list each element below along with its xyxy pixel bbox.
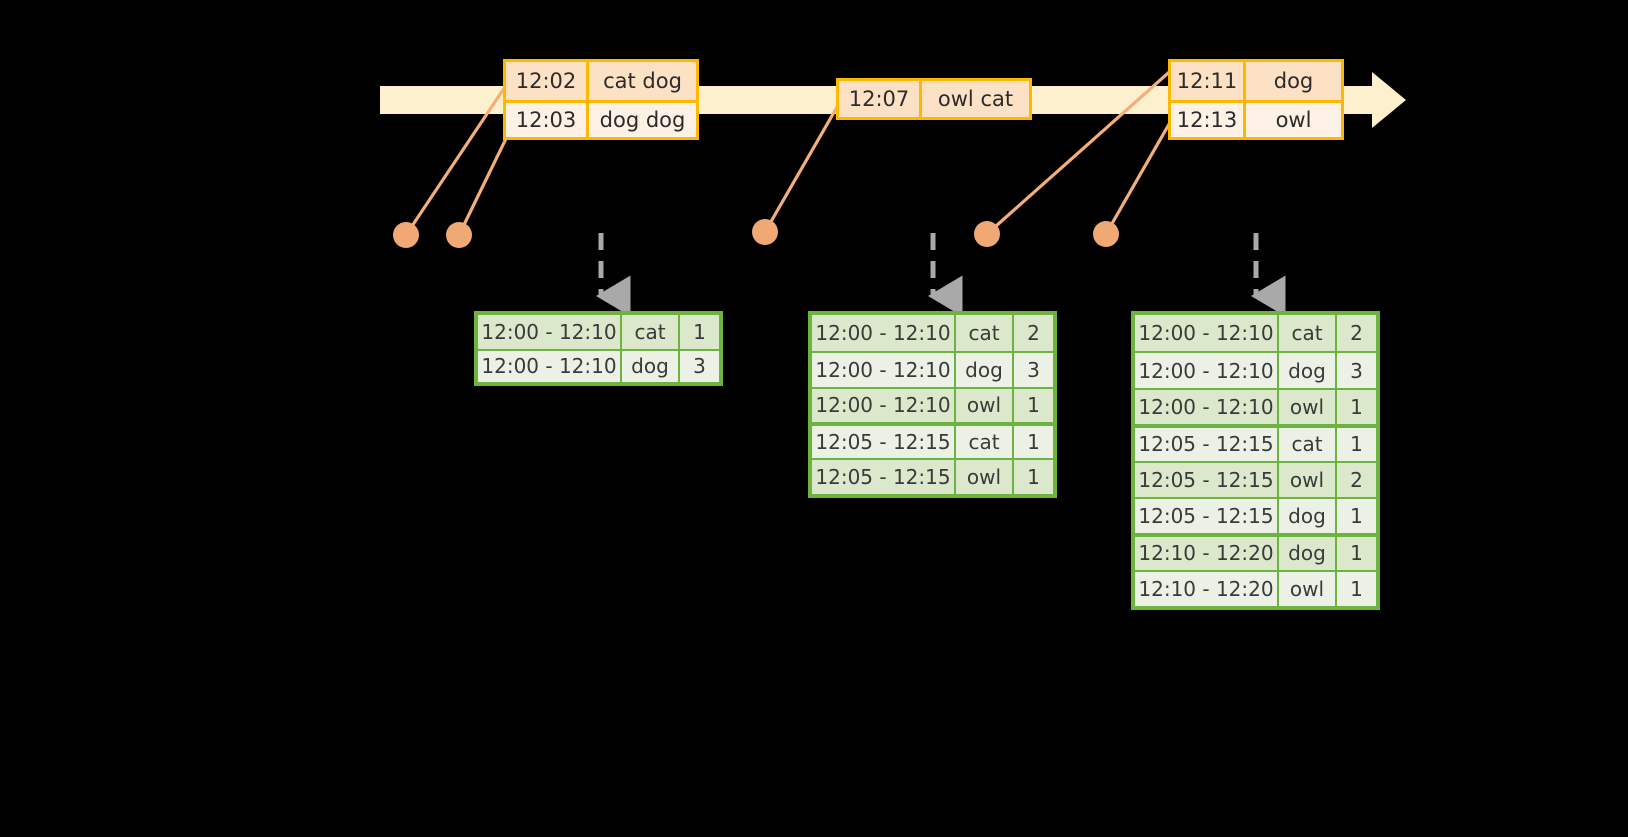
event-payload: owl: [1275, 107, 1312, 132]
count-cell: 1: [1027, 393, 1040, 418]
key-cell: dog: [1279, 498, 1337, 534]
count-cell: 2: [1027, 320, 1040, 345]
key-cell: owl: [1279, 571, 1337, 606]
window-cell: 12:00 - 12:10: [1135, 389, 1279, 425]
window-cell: 12:00 - 12:10: [812, 352, 956, 387]
window-cell: 12:00 - 12:10: [478, 315, 622, 349]
source-dot-2-icon: [446, 222, 472, 248]
count-cell: 3: [1027, 357, 1040, 382]
key-cell: cat: [622, 315, 680, 349]
key-cell: dog: [1279, 353, 1337, 388]
window-cell: 12:05 - 12:15: [1135, 462, 1279, 497]
window-cell: 12:00 - 12:10: [1135, 315, 1279, 352]
window-cell: 12:00 - 12:10: [812, 388, 956, 423]
count-cell: 1: [1027, 465, 1040, 490]
key-cell: cat: [1279, 428, 1337, 461]
window-cell: 12:00 - 12:10: [478, 350, 622, 382]
source-dot-3-icon: [752, 219, 778, 245]
window-cell: 12:05 - 12:15: [1135, 498, 1279, 534]
event-row: 12:07 owl cat: [839, 81, 1029, 117]
count-cell: 3: [1350, 358, 1363, 383]
connector-line-5: [1104, 110, 1178, 236]
event-group-2: 12:07 owl cat: [836, 78, 1032, 120]
source-dot-5-icon: [1093, 221, 1119, 247]
key-cell: cat: [956, 315, 1014, 351]
source-dot-1-icon: [393, 222, 419, 248]
event-timestamp: 12:07: [839, 81, 922, 117]
count-cell: 1: [1350, 432, 1363, 457]
count-cell: 1: [1027, 430, 1040, 455]
key-cell: owl: [956, 460, 1014, 494]
key-cell: owl: [1279, 389, 1337, 425]
event-row: 12:03 dog dog: [506, 99, 696, 137]
key-cell: dog: [956, 352, 1014, 387]
event-group-1: 12:02 cat dog 12:03 dog dog: [503, 59, 699, 140]
window-cell: 12:05 - 12:15: [812, 460, 956, 494]
count-cell: 1: [1350, 576, 1363, 601]
event-payload: cat dog: [603, 68, 682, 93]
window-cell: 12:00 - 12:10: [812, 315, 956, 351]
event-timestamp: 12:02: [506, 62, 589, 100]
key-cell: dog: [622, 350, 680, 382]
window-cell: 12:05 - 12:15: [1135, 428, 1279, 461]
window-cell: 12:00 - 12:10: [1135, 353, 1279, 388]
event-payload: dog dog: [599, 107, 686, 132]
count-cell: 2: [1350, 321, 1363, 346]
event-timestamp: 12:11: [1171, 62, 1246, 100]
count-cell: 3: [693, 354, 706, 379]
count-cell: 1: [1350, 504, 1363, 529]
event-payload: owl cat: [937, 87, 1014, 111]
timeline-arrowhead-icon: [1372, 72, 1406, 128]
key-cell: owl: [956, 388, 1014, 423]
event-payload: dog: [1273, 68, 1314, 93]
window-cell: 12:10 - 12:20: [1135, 537, 1279, 570]
event-group-3: 12:11 dog 12:13 owl: [1168, 59, 1344, 140]
window-cell: 12:10 - 12:20: [1135, 571, 1279, 606]
count-cell: 1: [1350, 394, 1363, 419]
key-cell: owl: [1279, 462, 1337, 497]
count-cell: 2: [1350, 467, 1363, 492]
key-cell: dog: [1279, 537, 1337, 570]
count-cell: 1: [693, 319, 706, 344]
count-cell: 1: [1350, 541, 1363, 566]
key-cell: cat: [1279, 315, 1337, 352]
source-dot-4-icon: [974, 221, 1000, 247]
event-row: 12:11 dog: [1171, 62, 1341, 100]
window-cell: 12:05 - 12:15: [812, 426, 956, 459]
key-cell: cat: [956, 426, 1014, 459]
event-row: 12:02 cat dog: [506, 62, 696, 100]
event-timestamp: 12:13: [1171, 102, 1246, 137]
event-row: 12:13 owl: [1171, 99, 1341, 137]
event-timestamp: 12:03: [506, 102, 589, 137]
